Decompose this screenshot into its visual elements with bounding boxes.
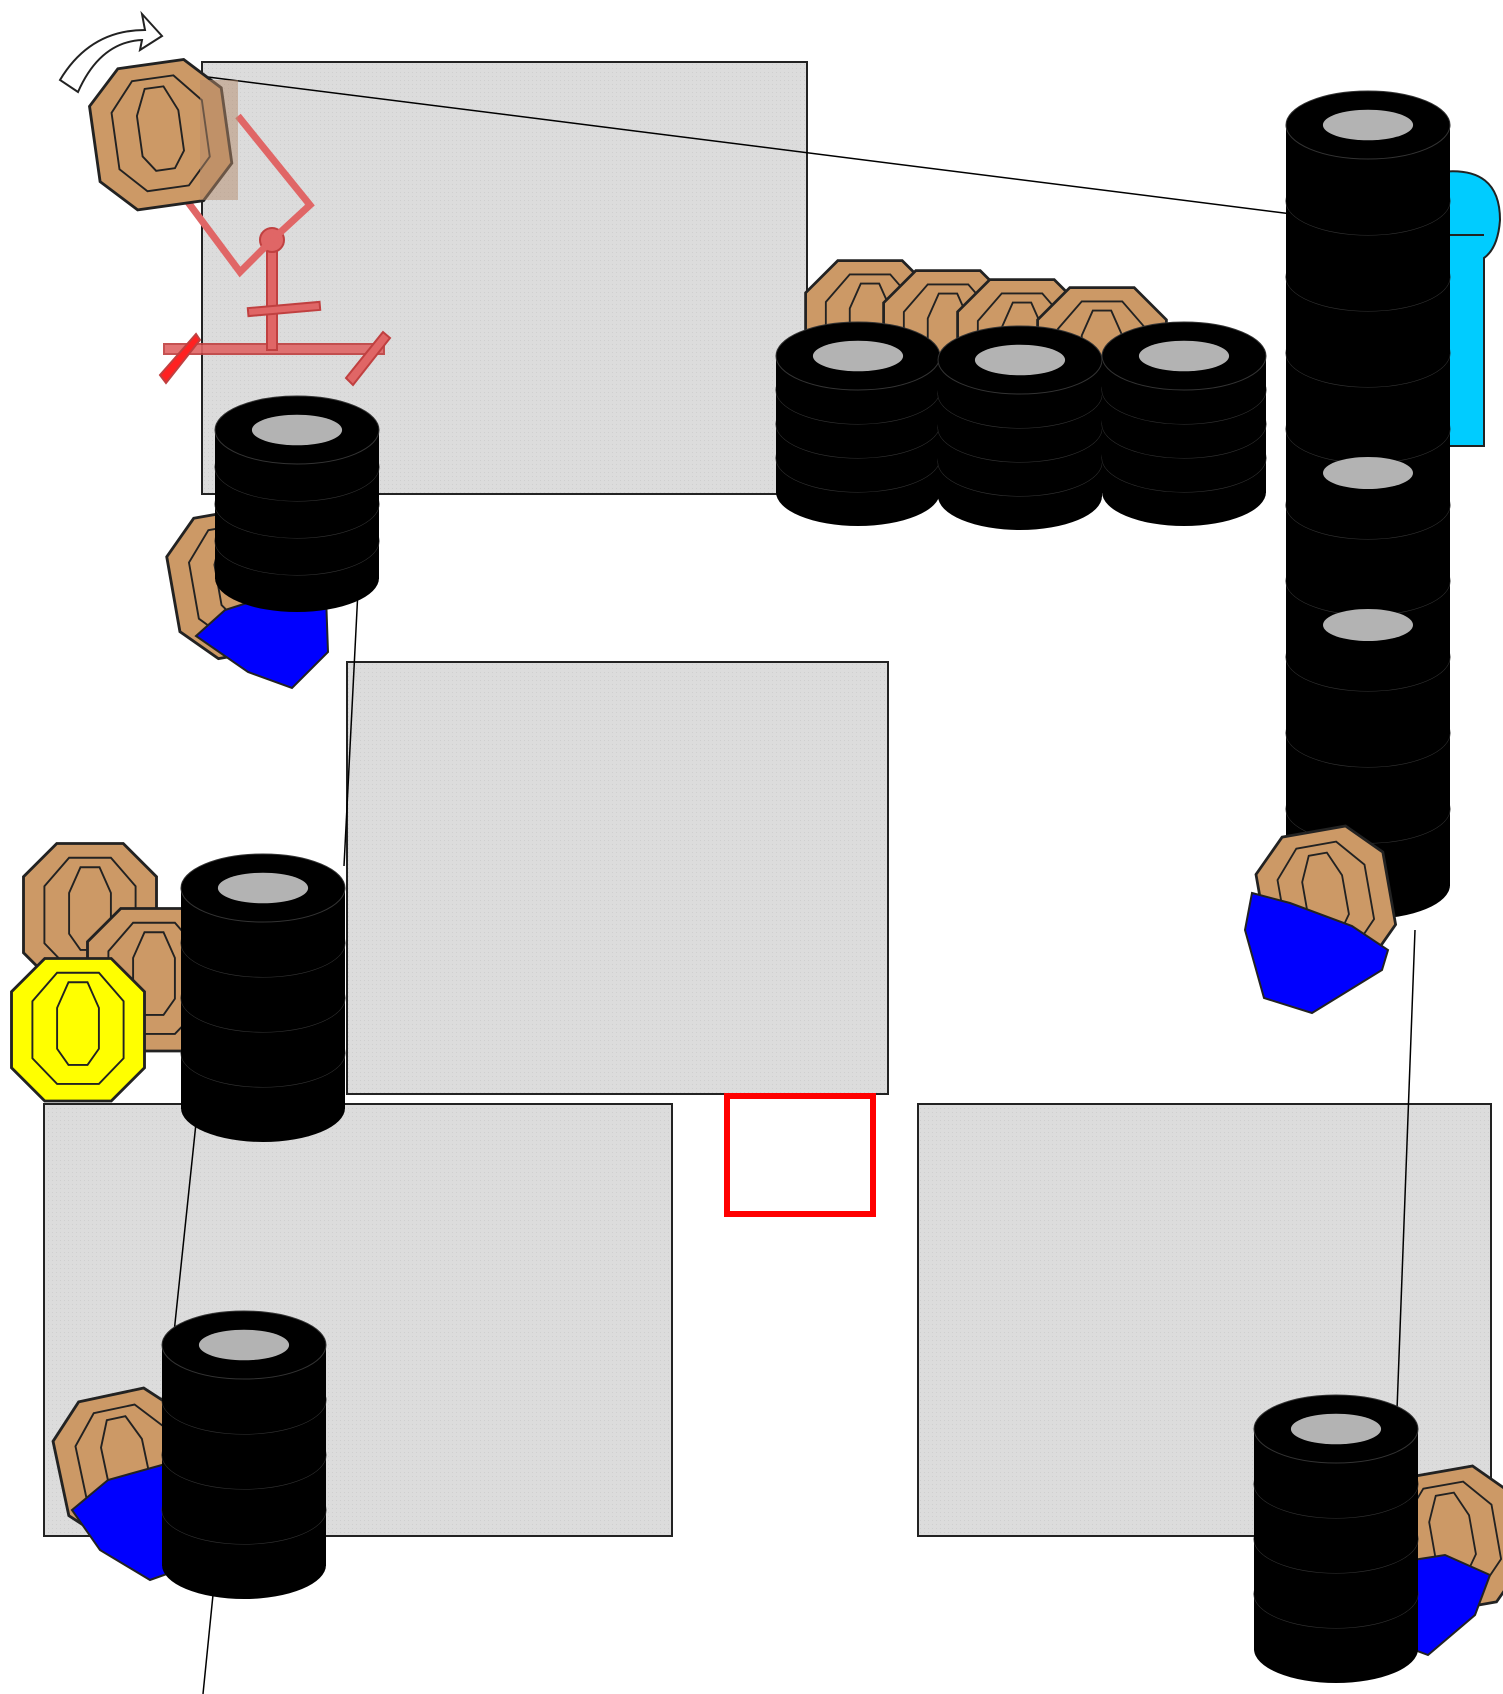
tire-hole [1323,609,1413,641]
tire-hole [1139,341,1229,372]
tire-stack-top-row-2 [938,326,1102,530]
tire-stack-bottom-left [162,1311,326,1599]
tire-hole [813,341,903,372]
tire-hole [218,873,308,904]
yellow-penalty-target [11,959,144,1102]
tire-stack-top-row-1 [776,322,940,526]
tire-hole [1291,1414,1381,1445]
wall-center [347,662,888,1094]
tire-column-right [1286,91,1450,919]
tire-stack-bottom-right [1254,1395,1418,1683]
tire-hole [975,345,1065,376]
tire-hole [1323,110,1413,141]
start-box [727,1096,873,1214]
tire-stack-mid-left [181,854,345,1142]
tire-stack-top-row-3 [1102,322,1266,526]
tire-hole [252,415,342,446]
tire-hole [199,1330,289,1361]
tire-stack-upper-left [215,396,379,612]
tire-hole [1323,457,1413,489]
